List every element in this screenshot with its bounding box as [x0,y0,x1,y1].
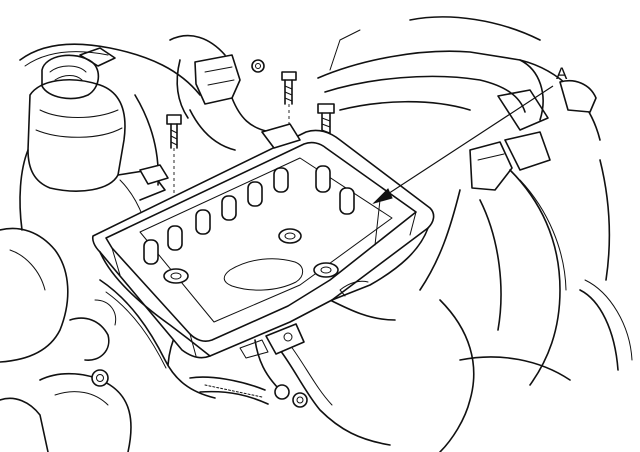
tray-posts [143,165,355,265]
callout-a: A [372,64,568,204]
battery-tray [91,123,435,359]
tray-bolt-holes [163,228,339,284]
callout-a-label: A [556,64,568,83]
engine-compartment-background [0,16,633,452]
